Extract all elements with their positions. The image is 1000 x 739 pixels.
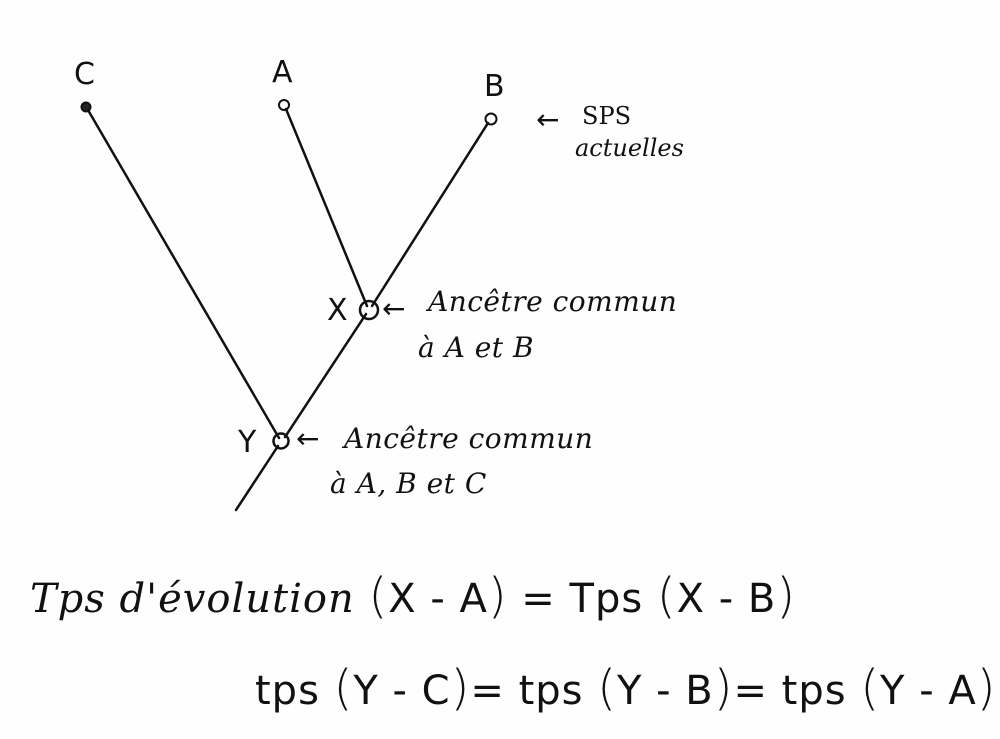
leaf-a-dot-icon [278, 99, 290, 111]
leaves-note-line1: SPS [582, 102, 632, 130]
branch-x-y [283, 312, 368, 439]
eq1-prefix: Tps d'évolution [30, 576, 355, 622]
equation-line-1: Tps d'évolution (X - A) = Tps (X - B) [30, 572, 796, 620]
root-stub [234, 444, 280, 512]
branch-c-y [86, 108, 281, 440]
node-label-y: Y [238, 425, 257, 460]
eq1-equals: = [521, 576, 556, 622]
eq1-word2: Tps [569, 576, 644, 622]
eq2-term3: Y - A [880, 668, 977, 714]
node-y-circle-icon [272, 432, 290, 450]
leaf-c-dot-icon [80, 101, 92, 113]
eq2-open-paren-2: ( [597, 660, 617, 716]
leaf-label-a: A [272, 55, 293, 90]
x-arrow-icon: ← [382, 292, 406, 325]
leaf-label-b: B [484, 69, 505, 104]
eq2-word3: tps [781, 668, 847, 714]
y-arrow-icon: ← [296, 422, 320, 455]
eq2-close-paren-3: ) [976, 660, 997, 716]
eq2-word1: tps [255, 668, 320, 714]
eq2-open-paren-1: ( [333, 660, 354, 716]
eq2-close-paren-2: ) [713, 660, 734, 716]
eq1-term1: X - A [388, 576, 488, 622]
eq2-equals1: = [470, 668, 505, 714]
equation-line-2: tps (Y - C)= tps (Y - B)= tps (Y - A) [255, 664, 996, 712]
branch-b-x [370, 121, 490, 308]
eq2-word2: tps [518, 668, 584, 714]
leaf-label-c: C [74, 57, 95, 92]
branch-a-x [284, 107, 369, 308]
leaf-b-dot-icon [484, 112, 498, 126]
x-note-line2: à A et B [418, 331, 535, 364]
eq1-open-paren-1: ( [368, 568, 389, 624]
eq1-open-paren-2: ( [656, 568, 677, 624]
x-note-line1: Ancêtre commun [428, 285, 678, 318]
eq2-close-paren-1: ) [450, 660, 471, 716]
node-label-x: X [327, 293, 348, 328]
eq1-close-paren-2: ) [776, 568, 797, 624]
node-x-circle-icon [358, 299, 380, 321]
y-note-line1: Ancêtre commun [344, 422, 594, 455]
leaves-arrow-icon: ← [536, 103, 560, 136]
eq1-term2: X - B [676, 576, 777, 622]
eq2-open-paren-3: ( [860, 660, 881, 716]
eq2-term1: Y - C [353, 668, 451, 714]
leaves-note-line2: actuelles [575, 134, 684, 162]
y-note-line2: à A, B et C [330, 467, 487, 500]
eq2-term2: Y - B [616, 668, 714, 714]
eq1-close-paren-1: ) [487, 568, 508, 624]
eq2-equals2: = [733, 668, 768, 714]
